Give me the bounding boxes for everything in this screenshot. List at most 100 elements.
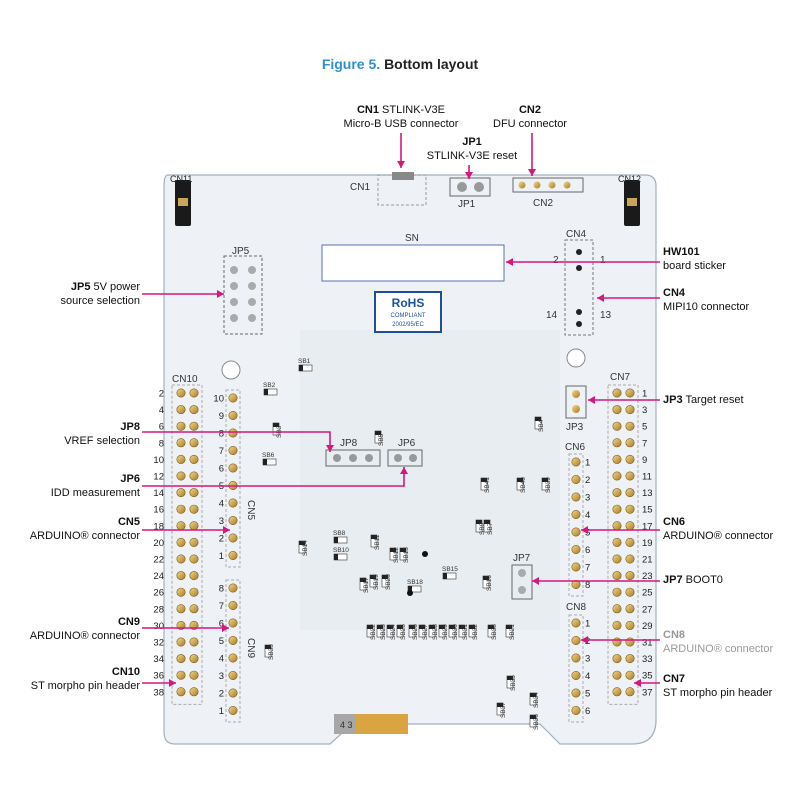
solder-bridge-label: SB9: [479, 522, 486, 535]
board-inner-panel: [300, 330, 560, 630]
cn6-pin-label: 6: [585, 545, 590, 556]
cn10-pin-label: 28: [153, 604, 164, 615]
cn10-pin: [189, 554, 199, 564]
cn10-pin: [176, 571, 186, 581]
callout-jp5-desc2: source selection: [60, 295, 141, 307]
cn5-pin: [228, 550, 238, 560]
cn9-pin-label: 1: [219, 706, 224, 717]
cn10-pin: [176, 421, 186, 431]
cn8-header: 123456: [568, 614, 590, 723]
cn6-leader-arrow: [581, 526, 588, 534]
callout-jp6-id: JP6: [120, 473, 140, 485]
cn10-pin: [189, 687, 199, 697]
cn8-pin: [571, 618, 581, 628]
solder-bridge-label: SB11: [374, 534, 381, 550]
figure-caption: Figure 5. Bottom layout: [0, 56, 800, 72]
cn7-pin: [612, 388, 622, 398]
cn10-pin: [176, 471, 186, 481]
rohs-logo: RoHS COMPLIANT 2002/95/EC: [374, 291, 442, 333]
cn10-pin: [189, 571, 199, 581]
cn7-pin: [612, 620, 622, 630]
callout-cn6-id: CN6: [663, 516, 686, 528]
cn4-leader-arrow: [597, 294, 604, 302]
solder-bridge-label: SB31: [462, 624, 469, 640]
cn7-pin: [612, 637, 622, 647]
solder-bridge-pad-end: [419, 625, 425, 629]
solder-bridge-pad-end: [476, 520, 482, 524]
cn9-silk: CN9: [245, 638, 256, 658]
callout-cn10: CN10 ST morpho pin header: [10, 665, 140, 693]
solder-bridge-label: SB6: [262, 452, 275, 459]
cn9-pin: [228, 688, 238, 698]
cn10-pin-label: 6: [159, 422, 164, 433]
cn11-jumper: CN11: [170, 174, 192, 226]
cn7-pin-label: 33: [642, 654, 653, 665]
callout-cn8: CN8 ARDUINO® connector: [663, 628, 798, 656]
callout-cn2: CN2 DFU connector: [470, 103, 590, 131]
cn8-pin: [571, 705, 581, 715]
cn6-pin: [571, 457, 581, 467]
cn9-pin: [228, 600, 238, 610]
cn10-pin: [176, 454, 186, 464]
cn10-pin-label: 10: [153, 455, 164, 466]
cn2-leader-arrow: [528, 169, 536, 176]
jp1-jumper: JP1: [449, 177, 491, 210]
cn9-pin-label: 2: [219, 689, 224, 700]
solder-bridge-label: SB30: [452, 624, 459, 640]
solder-bridge-label: SB10: [333, 547, 349, 554]
cn7-pin-label: 11: [642, 472, 652, 483]
callout-cn5: CN5 ARDUINO® connector: [10, 515, 140, 543]
figure-number: Figure 5.: [321, 56, 381, 72]
callout-cn1: CN1 STLINK-V3E Micro-B USB connector: [316, 103, 486, 131]
jp6-leader-arrow: [400, 467, 408, 474]
cn1-leader-arrow: [397, 161, 405, 168]
solder-bridge-label: SB36: [533, 714, 540, 730]
cn6-pin: [571, 562, 581, 572]
cn5-pin-label: 9: [219, 411, 224, 422]
cn10-pin-label: 20: [153, 538, 164, 549]
cn6-pin: [571, 474, 581, 484]
solder-bridge-pad-end: [469, 625, 475, 629]
solder-bridge-pad-end: [382, 575, 388, 579]
jp6-jumper: JP6: [387, 438, 423, 467]
cn4-pin1: 1: [600, 255, 606, 266]
jp1-leader-arrow: [465, 172, 473, 179]
cn5-silk: CN5: [245, 500, 256, 520]
cn7-leader-arrow: [634, 679, 641, 687]
cn7-pin: [625, 670, 635, 680]
callout-jp1-desc: STLINK-V3E reset: [426, 150, 518, 162]
cn10-pin: [189, 537, 199, 547]
cn5-outline: [225, 389, 241, 568]
callout-cn9-desc: ARDUINO® connector: [29, 630, 140, 642]
callout-jp3-id: JP3: [663, 394, 683, 406]
solder-bridge-pad-end: [360, 578, 366, 582]
cn7-pin: [612, 670, 622, 680]
cn6-pin-label: 4: [585, 510, 590, 521]
cn7-pin-label: 17: [642, 521, 653, 532]
solder-bridge-label: SB35: [510, 675, 517, 691]
solder-bridge-pad-end: [409, 625, 415, 629]
cn6-pin: [571, 492, 581, 502]
solder-bridge-label: SB25: [400, 624, 407, 640]
solder-bridge-label: SB24: [390, 624, 397, 640]
cn8-leader-arrow: [581, 636, 588, 644]
cn10-silk: CN10: [172, 374, 198, 385]
cn10-pin: [189, 637, 199, 647]
callout-cn5-id: CN5: [117, 516, 140, 528]
figure-title: Bottom layout: [384, 56, 479, 72]
cn5-pin: [228, 393, 238, 403]
cn10-pin: [189, 604, 199, 614]
cn9-pin-label: 4: [219, 654, 224, 665]
callout-cn4-id: CN4: [663, 287, 686, 299]
jp7-leader-arrow: [532, 577, 539, 585]
callout-cn9: CN9 ARDUINO® connector: [10, 615, 140, 643]
callout-leaders: [142, 133, 660, 687]
cn1-silk: CN1: [350, 182, 370, 193]
cn10-pin: [189, 421, 199, 431]
callout-cn10-desc: ST morpho pin header: [30, 680, 140, 692]
solder-bridge-pad-end: [497, 703, 503, 707]
sn-label: SN: [405, 233, 419, 244]
cn5-pin-label: 2: [219, 534, 224, 545]
